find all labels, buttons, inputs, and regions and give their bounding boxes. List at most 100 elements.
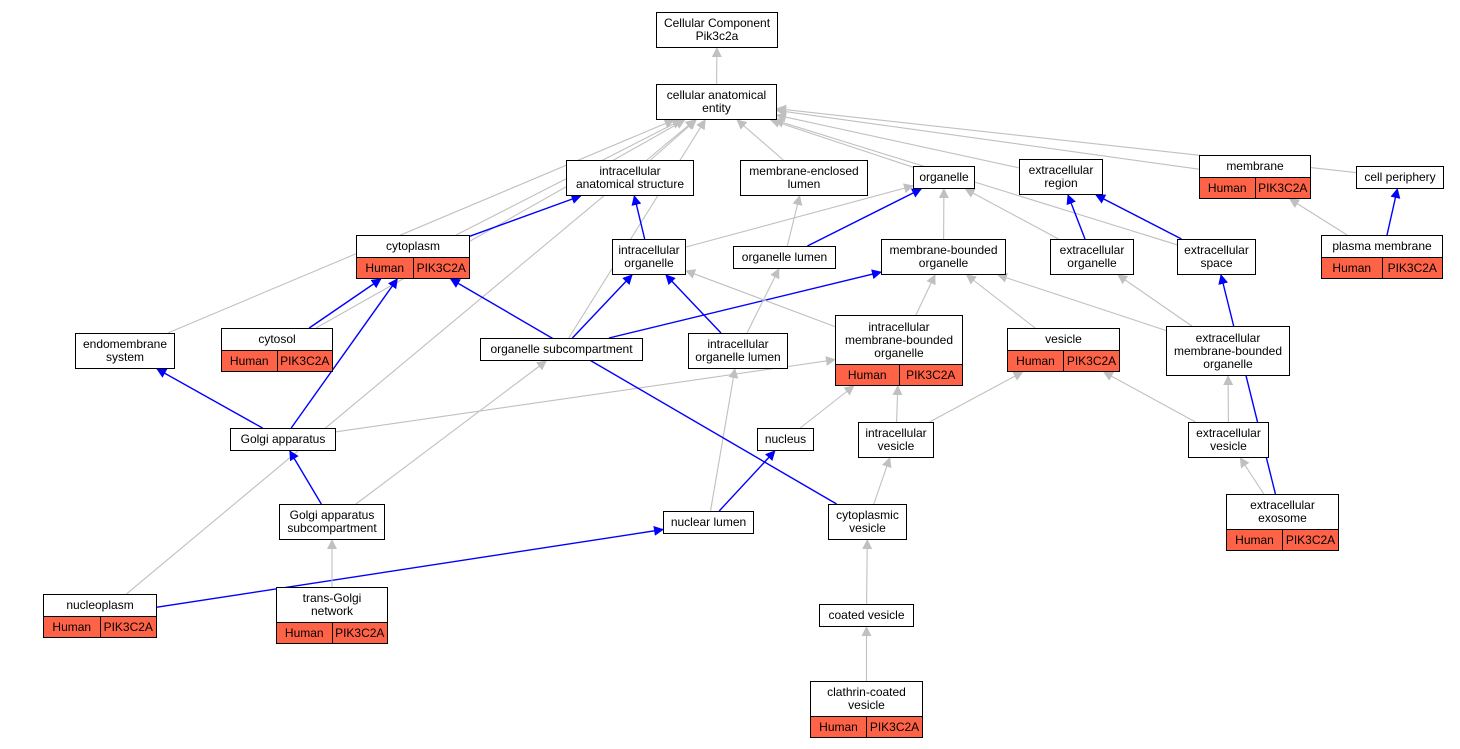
node-golgisub[interactable]: Golgi apparatus subcompartment (279, 504, 385, 540)
node-label: cell periphery (1364, 170, 1436, 184)
species-cell: Human (44, 617, 100, 637)
edge-nuclumen-to-nucleus (718, 450, 776, 512)
edge-intorg-to-organelle (685, 183, 914, 248)
edge-golgi-to-cytoplasm (290, 278, 398, 429)
node-label: cytosol (258, 332, 296, 346)
edge-cytoves-to-intves (873, 457, 892, 505)
edge-exorg-to-organelle (964, 188, 1059, 240)
gene-cell: PIK3C2A (99, 617, 156, 637)
edge-nucleus-to-imbo (799, 385, 855, 429)
node-label: membrane-enclosed lumen (749, 164, 859, 191)
species-cell: Human (222, 351, 277, 371)
node-label: intracellular anatomical structure (575, 164, 685, 191)
gene-cell: PIK3C2A (866, 717, 922, 737)
edge-nucleoplasm-to-nuclumen (156, 525, 664, 608)
node-label: organelle subcompartment (490, 342, 633, 356)
node-nucleus[interactable]: nucleus (757, 428, 814, 451)
node-label: Golgi apparatus subcompartment (287, 508, 377, 535)
gene-cell: PIK3C2A (1381, 258, 1442, 278)
node-cytoves[interactable]: cytoplasmic vesicle (828, 504, 907, 540)
edge-orgsub-to-mbo (608, 269, 882, 339)
edge-intves-to-imbo (892, 385, 903, 423)
edge-membrane-to-cae (776, 106, 1200, 170)
edge-cytoplasm-to-ias (469, 194, 582, 237)
edge-orglumen-to-mel (786, 195, 803, 247)
node-label: endomembrane system (82, 337, 168, 364)
node-mel[interactable]: membrane-enclosed lumen (740, 160, 868, 196)
node-exr[interactable]: extracellular region (1019, 159, 1103, 195)
node-orgsub[interactable]: organelle subcompartment (480, 338, 643, 361)
node-golgi[interactable]: Golgi apparatus (230, 428, 336, 451)
node-label: extracellular membrane-bounded organelle (1173, 330, 1283, 371)
edge-orgsub-to-cae (568, 119, 706, 339)
species-cell: Human (277, 623, 332, 643)
node-mbo[interactable]: membrane-bounded organelle (881, 239, 1006, 275)
edge-cytoves-to-cytoplasm (449, 278, 837, 505)
node-label: cytoplasm (385, 239, 441, 253)
node-intves[interactable]: intracellular vesicle (858, 422, 934, 458)
node-cae[interactable]: cellular anatomical entity (656, 84, 777, 120)
edge-cytosol-to-cytoplasm (308, 278, 382, 329)
node-exspace[interactable]: extracellular space (1177, 239, 1256, 275)
species-cell: Human (1008, 351, 1063, 371)
node-exorg[interactable]: extracellular organelle (1050, 239, 1134, 275)
edge-plasmamem-to-membrane (1289, 198, 1348, 236)
edge-intorglumen-to-orglumen (746, 268, 780, 334)
node-orglumen[interactable]: organelle lumen (733, 246, 836, 269)
node-label: vesicle (1045, 332, 1082, 346)
node-label: extracellular organelle (1059, 243, 1125, 270)
node-nuclumen[interactable]: nuclear lumen (663, 511, 754, 534)
node-label: trans-Golgi network (302, 591, 362, 618)
node-intorglumen[interactable]: intracellular organelle lumen (688, 333, 788, 369)
node-label: intracellular membrane-bounded organelle (844, 319, 954, 360)
edge-imbo-to-mbo (915, 274, 936, 316)
node-intorg[interactable]: intracellular organelle (612, 239, 686, 275)
node-endomem[interactable]: endomembrane system (75, 333, 175, 369)
edge-intorglumen-to-intorg (665, 274, 722, 334)
edge-mel-to-cae (736, 119, 784, 161)
edge-vesicle-to-mbo (965, 274, 1036, 329)
node-organelle[interactable]: organelle (913, 166, 975, 189)
node-label: nucleoplasm (66, 598, 134, 612)
edge-exorg-to-exr (1066, 194, 1086, 240)
gene-cell: PIK3C2A (1282, 530, 1338, 550)
species-cell: Human (1200, 178, 1255, 198)
edge-organelle-to-cae (769, 118, 914, 168)
edge-coatedves-to-cytoves (862, 539, 873, 605)
edge-orglumen-to-organelle (807, 188, 922, 247)
species-cell: Human (811, 717, 866, 737)
node-label: membrane (1226, 159, 1284, 173)
node-label: extracellular vesicle (1196, 426, 1261, 453)
edge-endomem-to-cae (167, 118, 675, 334)
node-root[interactable]: Cellular Component Pik3c2a (656, 12, 778, 48)
node-imbo[interactable]: intracellular membrane-bounded organelle… (835, 315, 963, 386)
node-label: cytoplasmic vesicle (836, 508, 899, 535)
edge-intves-to-vesicle (929, 371, 1024, 423)
gene-cell: PIK3C2A (1063, 351, 1119, 371)
node-exmbo[interactable]: extracellular membrane-bounded organelle (1166, 326, 1290, 376)
node-label: intracellular vesicle (865, 426, 927, 453)
node-label: plasma membrane (1332, 239, 1432, 253)
node-coatedves[interactable]: coated vesicle (819, 604, 914, 627)
node-cellper[interactable]: cell periphery (1356, 166, 1444, 189)
edge-golgi-to-imbo (335, 356, 836, 433)
edge-imbo-to-intorg (685, 269, 836, 328)
node-label: nuclear lumen (670, 515, 747, 529)
node-exves[interactable]: extracellular vesicle (1188, 422, 1269, 458)
node-ias[interactable]: intracellular anatomical structure (566, 160, 694, 196)
